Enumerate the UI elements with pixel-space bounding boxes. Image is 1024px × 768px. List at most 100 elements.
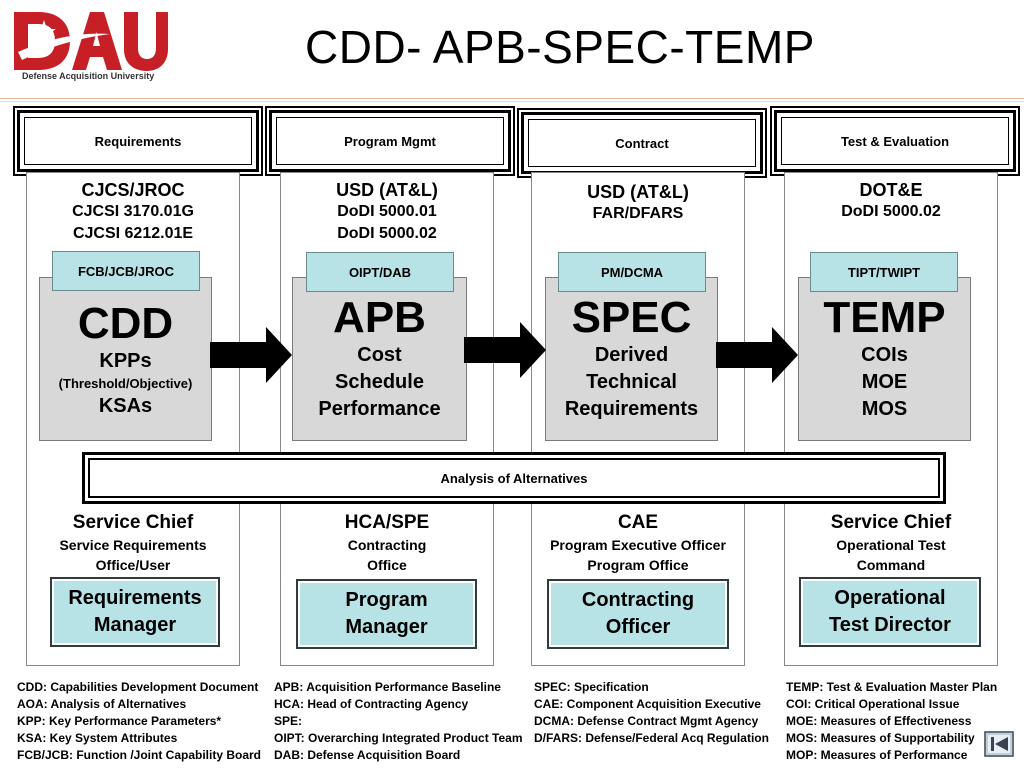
column-test-evaluation-owner-line-1: Operational Test [836,537,946,553]
header-requirements: Requirements [17,110,259,172]
column-contract-owner-line-2: Program Office [587,557,689,573]
role-requirements-manager: Requirements Manager [50,577,220,647]
legend-entry: MOP: Measures of Performance [786,748,968,762]
column-test-evaluation-owner: Service Chief [830,512,952,533]
header-contract-label: Contract [615,135,669,151]
column-program-mgmt-ref-2: DoDI 5000.02 [337,225,437,242]
legend-entry: COI: Critical Operational Issue [786,697,960,711]
legend-entry: APB: Acquisition Performance Baseline [274,680,501,694]
doc-cdd-title: CDD [77,299,174,348]
column-requirements-owner-line-2: Office/User [95,557,171,573]
legend-column-2: APB: Acquisition Performance Baseline HC… [274,679,523,764]
role-contracting-officer-line-1: Contracting [581,589,695,611]
doc-apb-line-3: Performance [318,398,441,420]
legend-entry: DCMA: Defense Contract Mgmt Agency [534,714,759,728]
header-test-evaluation-label: Test & Evaluation [840,133,950,149]
legend-entry: KSA: Key System Attributes [17,731,178,745]
role-contracting-officer-line-2: Officer [605,616,671,638]
doc-spec-line-2: Technical [586,371,677,393]
legend-entry: TEMP: Test & Evaluation Master Plan [786,680,998,694]
column-test-evaluation-ref-1: DoDI 5000.02 [841,203,941,220]
column-program-mgmt-owner: HCA/SPE [344,512,430,533]
column-test-evaluation-owner-line-2: Command [856,557,926,573]
legend-column-3: SPEC: Specification CAE: Component Acqui… [534,679,769,747]
column-test-evaluation-authority: DOT&E [859,180,923,200]
flow-arrow-spec-to-temp [716,327,798,383]
legend-entry: MOS: Measures of Supportability [786,731,975,745]
agency-tab-test-evaluation-label: TIPT/TWIPT [847,264,921,280]
logo-subtitle: Defense Acquisition University [22,71,155,81]
role-requirements-manager-line-1: Requirements [68,587,202,609]
role-program-manager-line-1: Program [345,589,428,611]
role-contracting-officer: Contracting Officer [547,579,729,649]
return-to-start-icon[interactable] [984,731,1014,757]
agency-tab-requirements: FCB/JCB/JROC [52,251,200,291]
doc-temp-line-3: MOS [861,398,908,420]
column-requirements-authority: CJCS/JROC [81,180,185,200]
doc-box-apb: APB Cost Schedule Performance [292,277,467,441]
column-program-mgmt-owner-line-1: Contracting [347,537,427,553]
column-requirements-owner: Service Chief [72,512,194,533]
doc-temp-line-2: MOE [861,371,908,393]
agency-tab-program-mgmt: OIPT/DAB [306,252,454,292]
legend-entry: AOA: Analysis of Alternatives [17,697,187,711]
column-contract-authority: USD (AT&L) [587,182,689,202]
legend-entry: CDD: Capabilities Development Document [17,680,259,694]
column-program-mgmt-ref-1: DoDI 5000.01 [337,203,437,220]
doc-apb-line-1: Cost [357,344,402,366]
legend-entry: DAB: Defense Acquisition Board [274,748,461,762]
role-operational-test-director: Operational Test Director [799,577,981,647]
doc-apb-line-2: Schedule [335,371,424,393]
dau-logo [14,12,168,71]
legend-entry: KPP: Key Performance Parameters* [17,714,222,728]
agency-tab-contract: PM/DCMA [558,252,706,292]
legend-entry: D/FARS: Defense/Federal Acq Regulation [534,731,769,745]
column-contract-owner-line-1: Program Executive Officer [550,537,726,553]
doc-box-temp: TEMP COIs MOE MOS [798,277,971,441]
column-requirements-ref-2: CJCSI 6212.01E [72,225,194,242]
role-program-manager-line-2: Manager [345,616,428,638]
header-program-mgmt: Program Mgmt [269,110,511,172]
header-requirements-label: Requirements [94,133,182,149]
legend-column-4: TEMP: Test & Evaluation Master Plan COI:… [786,679,997,764]
column-contract-owner: CAE [617,512,659,533]
analysis-of-alternatives-label: Analysis of Alternatives [440,470,588,486]
legend-entry: HCA: Head of Contracting Agency [274,697,469,711]
role-requirements-manager-line-2: Manager [93,614,177,636]
role-operational-test-director-line-1: Operational [834,587,946,609]
page-title: CDD- APB-SPEC-TEMP [305,21,815,73]
analysis-of-alternatives-bar: Analysis of Alternatives [82,452,946,504]
header-test-evaluation: Test & Evaluation [774,110,1016,172]
doc-apb-title: APB [333,293,426,342]
role-operational-test-director-line-2: Test Director [829,614,951,636]
title-divider [0,98,1024,99]
doc-temp-line-1: COIs [861,344,908,366]
column-contract-ref-1: FAR/DFARS [592,205,684,222]
flow-arrow-apb-to-spec [464,322,546,378]
legend-entry: SPE: [274,714,303,728]
doc-box-spec: SPEC Derived Technical Requirements [545,277,718,441]
doc-spec-line-1: Derived [594,344,669,366]
doc-cdd-line-3: KSAs [98,395,153,417]
column-requirements-ref-1: CJCSI 3170.01G [72,203,194,220]
header-contract: Contract [521,112,763,174]
header-program-mgmt-label: Program Mgmt [344,133,436,149]
column-program-mgmt-owner-line-2: Office [367,557,407,573]
agency-tab-test-evaluation: TIPT/TWIPT [810,252,958,292]
agency-tab-program-mgmt-label: OIPT/DAB [348,264,412,280]
title-divider-secondary [0,101,1024,102]
doc-cdd-line-2: (Threshold/Objective) [58,376,193,391]
column-program-mgmt-authority: USD (AT&L) [336,180,438,200]
legend-entry: CAE: Component Acquisition Executive [534,697,761,711]
doc-spec-title: SPEC [571,293,692,342]
doc-spec-line-3: Requirements [564,398,699,420]
legend-entry: FCB/JCB: Function /Joint Capability Boar… [17,748,262,762]
legend-entry: OIPT: Overarching Integrated Product Tea… [274,731,523,745]
doc-box-cdd: CDD KPPs (Threshold/Objective) KSAs [39,277,212,441]
flow-arrow-cdd-to-apb [210,327,292,383]
doc-cdd-line-1: KPPs [99,350,152,372]
doc-temp-title: TEMP [823,293,946,342]
agency-tab-requirements-label: FCB/JCB/JROC [77,263,175,279]
agency-tab-contract-label: PM/DCMA [600,264,664,280]
column-requirements-owner-line-1: Service Requirements [59,537,207,553]
